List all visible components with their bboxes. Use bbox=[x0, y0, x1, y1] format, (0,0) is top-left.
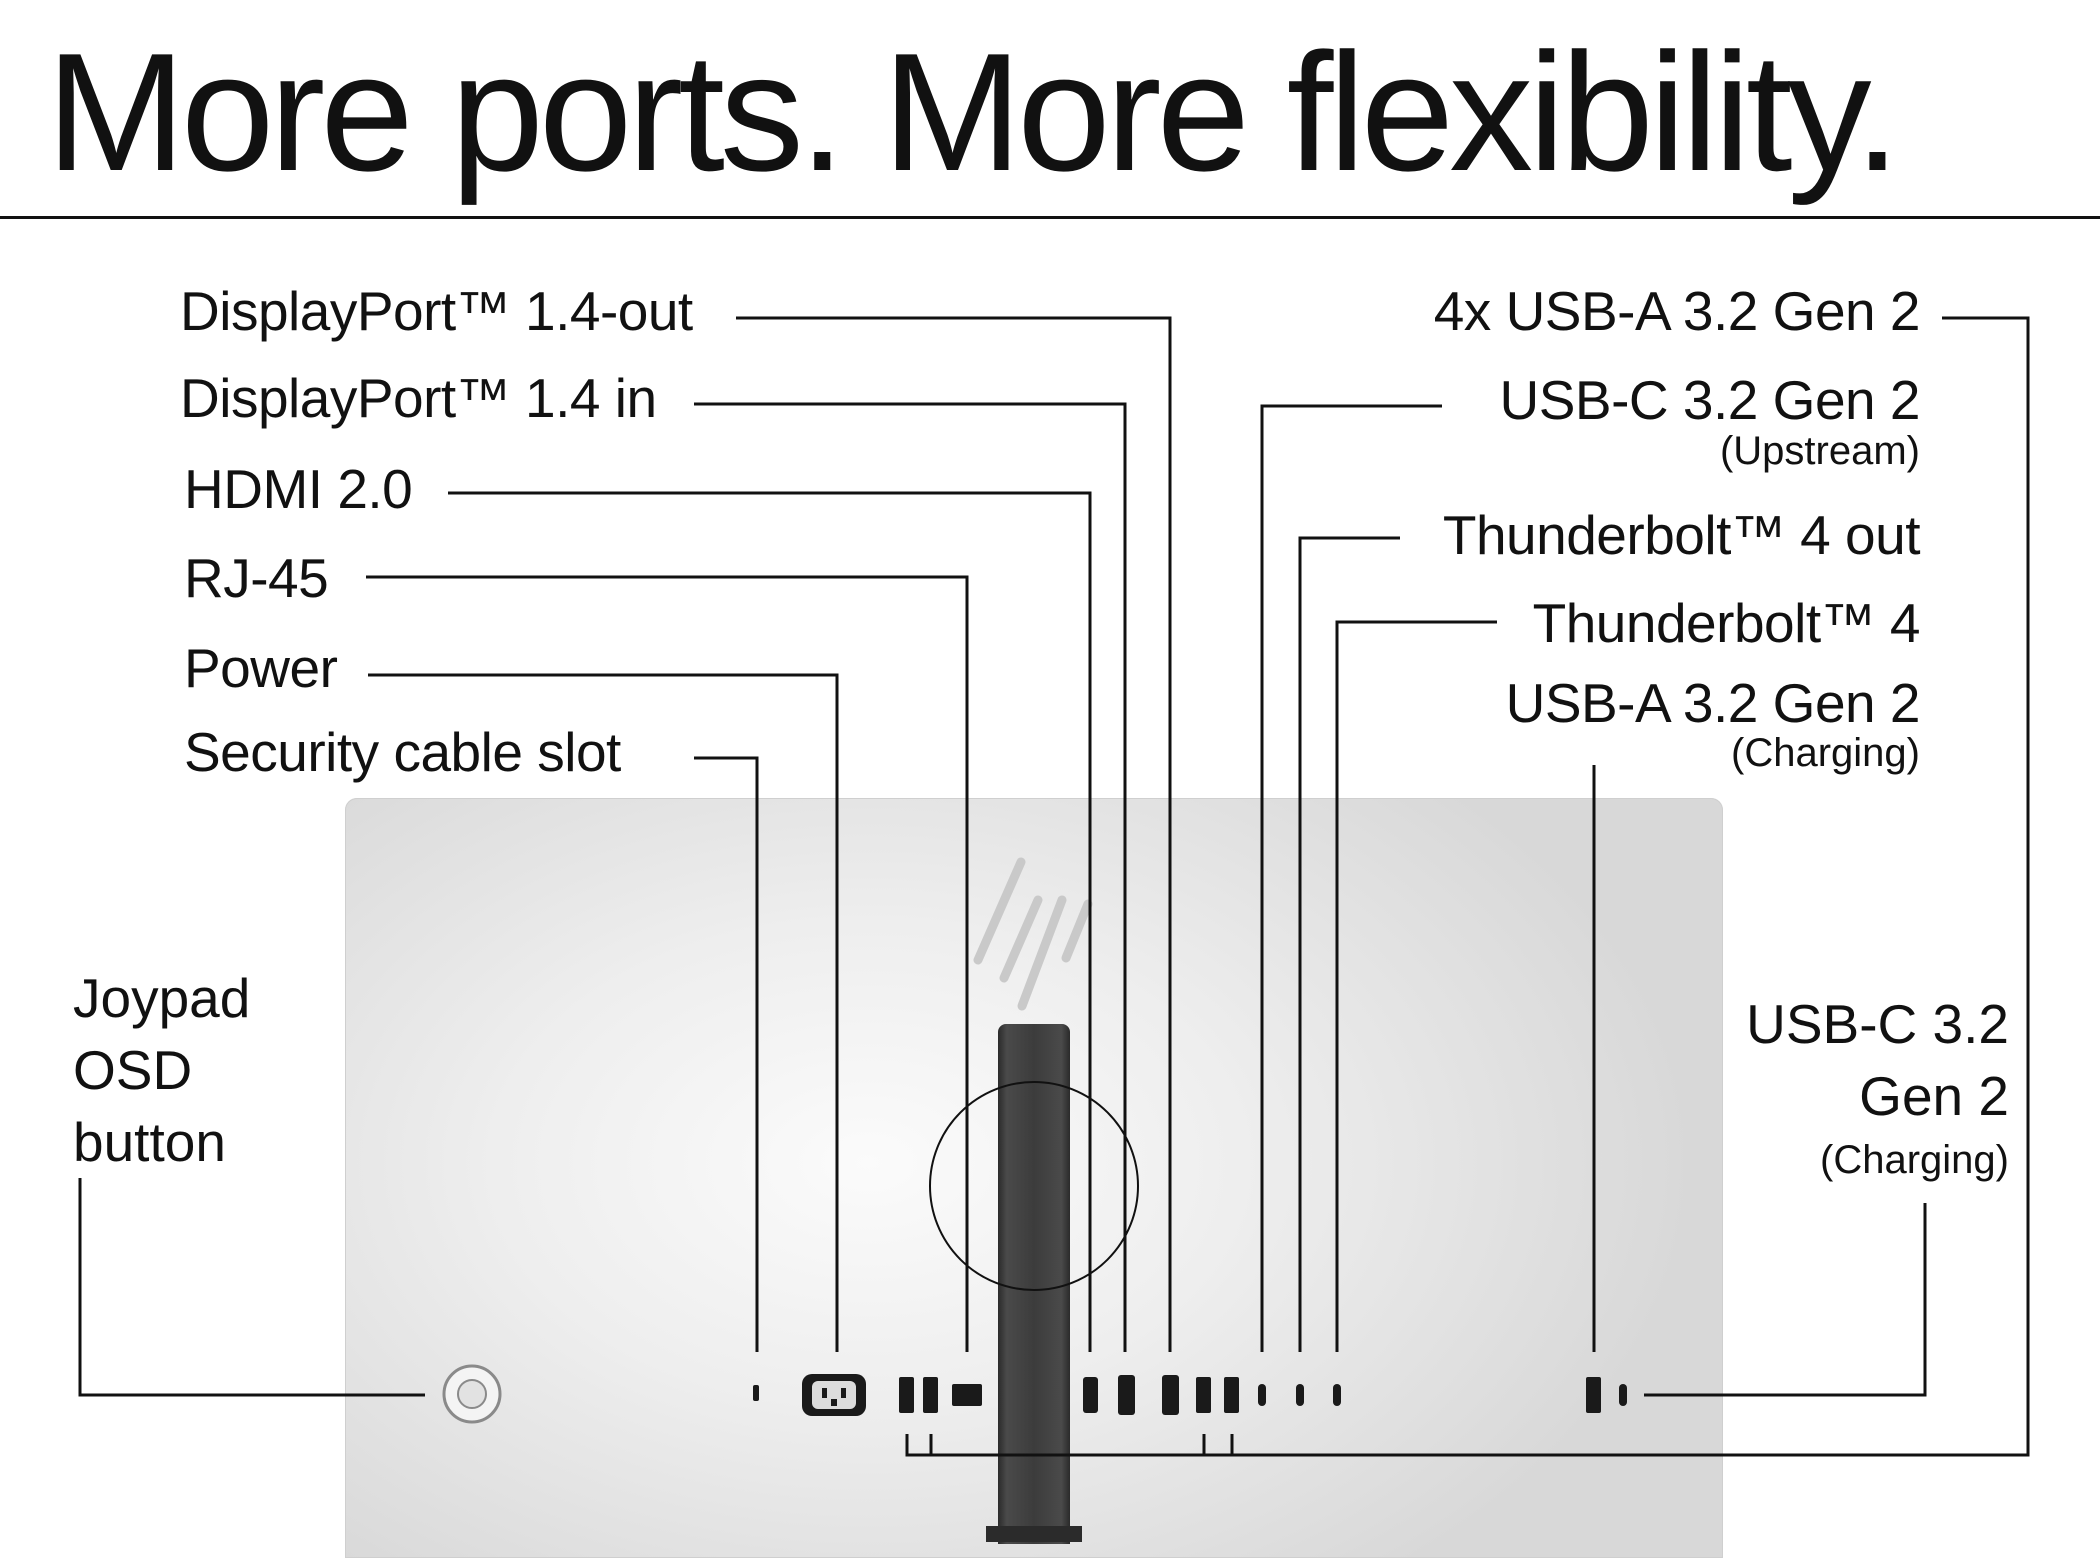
leader-displayport-out bbox=[736, 316, 1172, 1352]
label-joypad: Joypad OSD button bbox=[73, 962, 250, 1178]
label-security-slot: Security cable slot bbox=[184, 721, 621, 783]
label-usbc-charging: USB-C 3.2 Gen 2 (Charging) bbox=[1746, 988, 2009, 1188]
monitor-stand bbox=[998, 1024, 1070, 1544]
displayport-icon bbox=[1162, 1375, 1179, 1415]
leader-usbc-upstream bbox=[1260, 404, 1442, 1352]
usb-c-port-icon bbox=[1258, 1384, 1266, 1406]
leader-rj45 bbox=[366, 575, 969, 1352]
usb-c-port-icon bbox=[1619, 1384, 1627, 1406]
leader-security-slot bbox=[694, 756, 759, 1352]
usb-a-port-icon bbox=[1586, 1377, 1601, 1413]
rj45-port-icon bbox=[952, 1384, 982, 1406]
label-hdmi: HDMI 2.0 bbox=[184, 458, 413, 520]
monitor-stand-foot bbox=[986, 1526, 1082, 1542]
label-usbc-charging-line1: USB-C 3.2 bbox=[1746, 993, 2009, 1055]
label-displayport-out: DisplayPort™ 1.4-out bbox=[180, 280, 693, 342]
label-usba-4x: 4x USB-A 3.2 Gen 2 bbox=[1433, 280, 1921, 342]
leader-power bbox=[368, 673, 839, 1352]
usb-a-port-icon bbox=[899, 1377, 914, 1413]
power-port-icon bbox=[802, 1374, 866, 1416]
leader-thunderbolt-out bbox=[1298, 536, 1400, 1352]
leader-joypad bbox=[78, 1178, 425, 1397]
label-rj45: RJ-45 bbox=[184, 547, 329, 609]
usb-c-port-icon bbox=[1333, 1384, 1341, 1406]
usb-c-port-icon bbox=[1296, 1384, 1304, 1406]
label-usbc-upstream: USB-C 3.2 Gen 2 bbox=[1499, 369, 1921, 431]
headline: More ports. More flexibility. bbox=[46, 18, 1901, 206]
joypad-icon bbox=[442, 1364, 502, 1424]
label-thunderbolt-out: Thunderbolt™ 4 out bbox=[1442, 504, 1921, 566]
usb-a-port-icon bbox=[923, 1377, 938, 1413]
usb-a-port-icon bbox=[1224, 1377, 1239, 1413]
leader-displayport-in bbox=[694, 402, 1127, 1352]
label-usbc-charging-line2: Gen 2 bbox=[1859, 1065, 2009, 1127]
label-usba-charging: USB-A 3.2 Gen 2 bbox=[1505, 672, 1921, 734]
label-usba-charging-note: (Charging) bbox=[1731, 731, 1920, 775]
label-displayport-in: DisplayPort™ 1.4 in bbox=[180, 367, 657, 429]
displayport-icon bbox=[1118, 1375, 1135, 1415]
label-joypad-line1: Joypad bbox=[73, 967, 251, 1029]
label-joypad-line2: OSD bbox=[73, 1039, 193, 1101]
leader-usbc-charging bbox=[1644, 1203, 1927, 1397]
label-joypad-line3: button bbox=[73, 1111, 226, 1173]
leader-usba-4x bbox=[905, 316, 2030, 1457]
leader-hdmi bbox=[448, 491, 1092, 1352]
label-power: Power bbox=[184, 637, 338, 699]
header-divider bbox=[0, 216, 2100, 219]
label-usbc-charging-note: (Charging) bbox=[1820, 1138, 2009, 1182]
security-slot-icon bbox=[753, 1385, 759, 1401]
leader-thunderbolt bbox=[1335, 620, 1497, 1352]
hp-logo-icon bbox=[973, 857, 1093, 1011]
hdmi-port-icon bbox=[1083, 1377, 1098, 1413]
label-usbc-upstream-note: (Upstream) bbox=[1719, 429, 1920, 473]
label-thunderbolt: Thunderbolt™ 4 bbox=[1532, 592, 1921, 654]
usb-a-port-icon bbox=[1196, 1377, 1211, 1413]
vesa-mount-circle bbox=[929, 1081, 1139, 1291]
